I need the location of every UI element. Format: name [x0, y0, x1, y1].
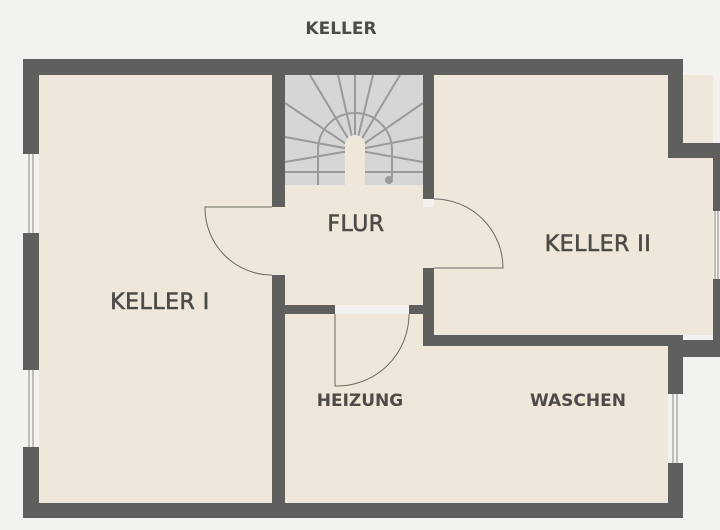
room-label-waschen: WASCHEN [530, 391, 626, 411]
doors [204, 198, 504, 387]
stair-tread-line [284, 102, 356, 151]
window-keller-2 [714, 211, 719, 279]
window-waschen [672, 394, 678, 463]
stair-tread-line [354, 149, 424, 163]
room-label-heizung: HEIZUNG [317, 391, 403, 411]
stair-tread-line [354, 136, 424, 151]
stair-tread-line [309, 74, 356, 151]
room-label-keller-2: KELLER II [545, 232, 652, 257]
door-heizung[interactable] [334, 313, 410, 387]
room-label-keller-1: KELLER I [110, 290, 210, 315]
walls [23, 59, 720, 518]
room-label-flur: FLUR [327, 212, 384, 237]
floor-keller-1 [39, 75, 272, 503]
window-keller-1-upper [28, 154, 34, 233]
floor-door-passages [272, 207, 434, 275]
windows [28, 154, 719, 463]
window-keller-1-lower [28, 370, 34, 447]
door-keller-2[interactable] [433, 198, 504, 269]
door-keller-1[interactable] [204, 206, 273, 276]
stair-tread-line [284, 136, 356, 151]
stair-tread-line [354, 74, 401, 151]
stair-tread-line [354, 102, 424, 151]
stair-handrail-end-icon [385, 176, 393, 184]
plan-title: KELLER [305, 19, 376, 39]
stair-tread-line [284, 149, 356, 163]
staircase [284, 74, 424, 187]
floor-keller-2 [434, 75, 713, 335]
